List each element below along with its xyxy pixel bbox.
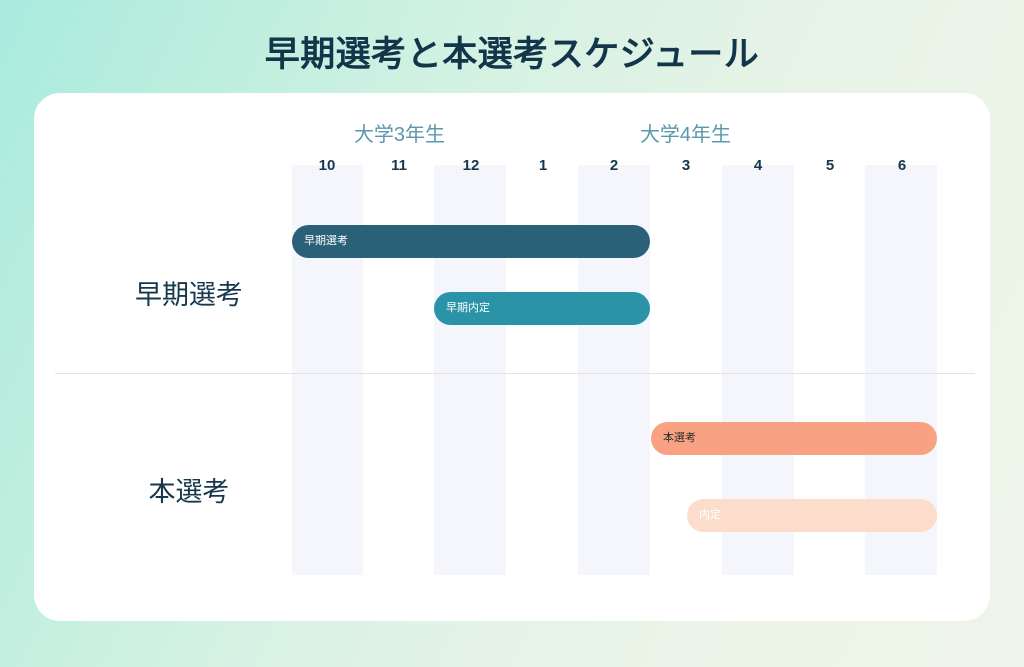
bar-label-early-offer: 早期内定: [446, 302, 490, 314]
year-group-label-4: 大学4年生: [639, 124, 732, 146]
row-label-early-selection: 早期選考: [135, 280, 243, 310]
schedule-card: 大学3年生 大学4年生 10 11 12 1 2 3 4 5 6 早期選考 本選…: [34, 93, 990, 621]
page-title: 早期選考と本選考スケジュール: [264, 35, 760, 74]
bar-label-early-selection: 早期選考: [304, 235, 348, 247]
bar-main-selection[interactable]: 本選考: [651, 422, 937, 455]
bar-label-main-selection: 本選考: [663, 432, 696, 444]
bar-early-selection[interactable]: 早期選考: [292, 225, 650, 258]
section-divider: [55, 373, 975, 374]
gantt-chart: 大学3年生 大学4年生 10 11 12 1 2 3 4 5 6 早期選考 本選…: [34, 93, 990, 621]
month-label-3: 3: [681, 157, 691, 174]
year-group-label-3: 大学3年生: [353, 124, 446, 146]
row-label-main-selection: 本選考: [148, 477, 230, 507]
month-label-4: 4: [753, 157, 763, 174]
month-label-6: 6: [897, 157, 907, 174]
bar-label-offer: 内定: [699, 509, 721, 521]
month-label-12: 12: [462, 157, 480, 174]
month-label-10: 10: [318, 157, 336, 174]
bar-early-offer[interactable]: 早期内定: [434, 292, 650, 325]
month-label-5: 5: [825, 157, 835, 174]
month-label-1: 1: [538, 157, 548, 174]
month-label-2: 2: [609, 157, 619, 174]
month-label-11: 11: [391, 157, 407, 174]
bar-offer[interactable]: 内定: [687, 499, 937, 532]
